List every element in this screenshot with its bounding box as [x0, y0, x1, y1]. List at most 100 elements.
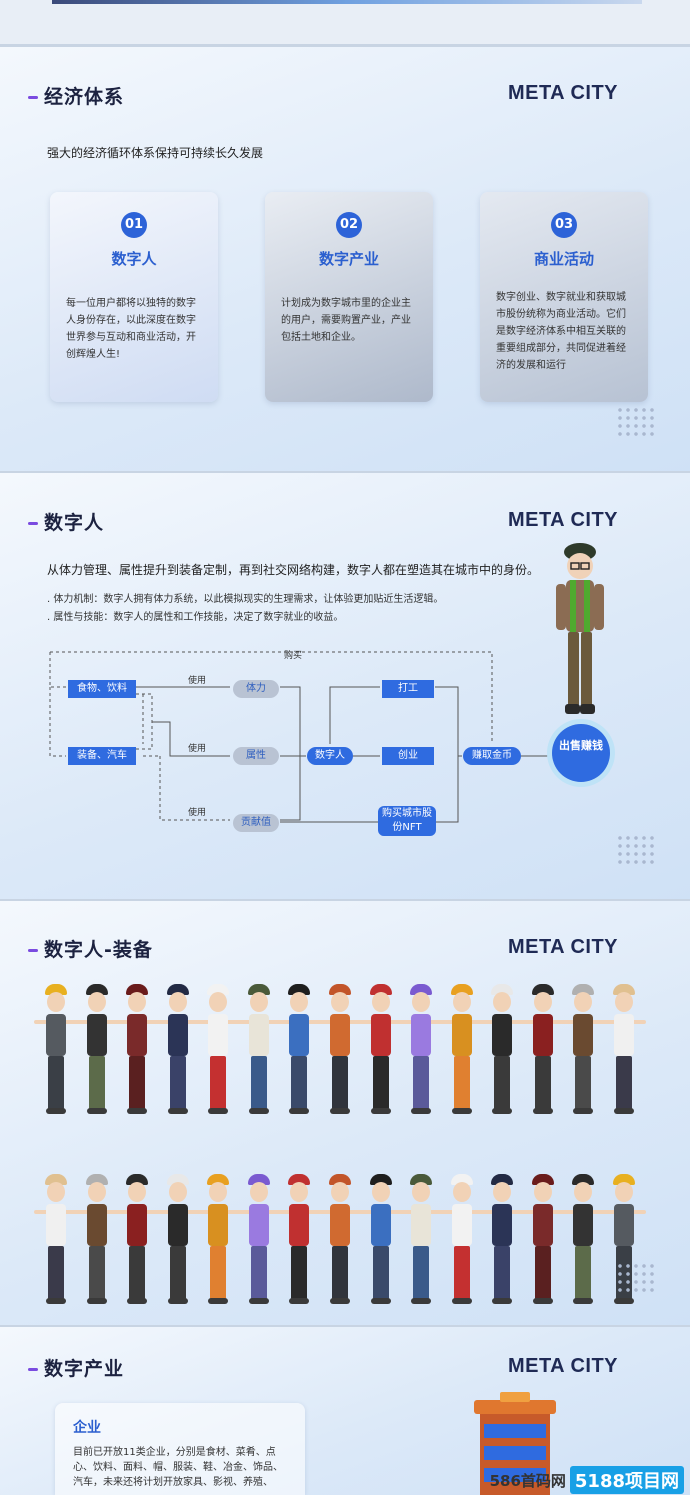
avatar-shoes — [329, 1108, 350, 1114]
industry-title: 数字产业 — [28, 1354, 124, 1381]
avatar-shoes — [451, 1108, 472, 1114]
avatar-body — [46, 1014, 66, 1056]
avatar-legs — [210, 1246, 227, 1300]
avatar-head — [330, 1182, 349, 1202]
enterprise-card: 企业 目前已开放11类企业，分别是食材、菜肴、点心、饮料、面料、帽、服装、鞋、冶… — [55, 1403, 305, 1495]
avatar-body — [492, 1014, 513, 1056]
brand-logo: META CITY — [507, 82, 618, 104]
avatar-hat — [328, 984, 351, 995]
avatar-legs — [494, 1056, 511, 1110]
avatar-shoes — [127, 1108, 148, 1114]
avatar-head — [493, 992, 512, 1012]
avatar-legs — [453, 1246, 470, 1300]
avatar-legs — [331, 1246, 348, 1300]
avatar-shoes — [411, 1298, 432, 1304]
avatar-body — [411, 1014, 432, 1056]
avatar-figure — [561, 980, 606, 1130]
card-number-badge: 03 — [551, 212, 577, 238]
avatar-shoes — [86, 1298, 107, 1304]
avatar-body — [370, 1204, 391, 1246]
divider — [0, 44, 690, 47]
avatar-body — [167, 1014, 188, 1056]
avatar-shoes — [46, 1108, 66, 1114]
avatar-head — [87, 1182, 106, 1202]
avatar-shoes — [370, 1108, 391, 1114]
card-body: 每一位用户都将以独特的数字人身份存在，以此深度在数字世界参与互动和商业活动，开创… — [66, 298, 196, 360]
enterprise-body: 目前已开放11类企业，分别是食材、菜肴、点心、饮料、面料、帽、服装、鞋、冶金、饰… — [73, 1447, 283, 1488]
avatar-figure — [520, 1170, 565, 1320]
flow-node-digital-human: 数字人 — [307, 747, 353, 765]
avatar-figure — [399, 980, 444, 1130]
flow-node-food: 食物、饮料 — [68, 680, 136, 698]
digital-human-character-image — [556, 543, 604, 714]
brand-logo: META CITY — [507, 1355, 618, 1377]
economy-subtitle: 强大的经济循环体系保持可持续长久发展 — [47, 146, 264, 160]
avatar-head — [412, 1182, 431, 1202]
avatar-body — [289, 1014, 310, 1056]
watermark-left: 586首码网 — [489, 1471, 566, 1490]
card-title: 商业活动 — [533, 250, 594, 268]
avatar-body — [208, 1204, 229, 1246]
avatar-hat — [491, 984, 514, 995]
avatar-legs — [250, 1056, 267, 1110]
dot-grid-icon — [616, 1262, 656, 1296]
avatar-body — [451, 1014, 472, 1056]
avatar-head — [168, 1182, 187, 1202]
avatar-figure — [155, 980, 200, 1130]
avatar-head — [371, 1182, 390, 1202]
avatar-figure — [236, 1170, 281, 1320]
avatar-shoes — [289, 1298, 310, 1304]
avatar-shoes — [573, 1298, 594, 1304]
avatar-hat — [207, 984, 230, 995]
avatar-head — [168, 992, 187, 1012]
avatar-head — [493, 1182, 512, 1202]
avatar-body — [492, 1204, 513, 1246]
avatar-hat — [572, 984, 595, 995]
card-digital-industry: 02 数字产业 计划成为数字城市里的企业主的用户，需要购置产业，产业包括土地和企… — [265, 192, 433, 402]
avatar-figure — [358, 1170, 403, 1320]
avatar-hat — [288, 984, 311, 995]
avatar-row-1 — [34, 980, 646, 1130]
flow-node-buy-shares: 购买城市股份NFT — [378, 806, 436, 836]
avatar-legs — [48, 1056, 64, 1110]
avatar-head — [574, 992, 593, 1012]
card-body: 数字创业、数字就业和获取城市股份统称为商业活动。它们是数字经济体系中相互关联的重… — [496, 292, 626, 371]
avatar-hat — [166, 984, 189, 995]
flow-node-work: 打工 — [382, 680, 434, 698]
avatar-body — [86, 1014, 107, 1056]
avatar-body — [127, 1204, 148, 1246]
avatar-body — [613, 1014, 634, 1056]
avatar-legs — [494, 1246, 511, 1300]
card-business-activity: 03 商业活动 数字创业、数字就业和获取城市股份统称为商业活动。它们是数字经济体… — [480, 192, 648, 402]
site-watermark: 586首码网 5188项目网 — [490, 1466, 684, 1494]
avatar-head — [209, 992, 228, 1012]
avatar-body — [248, 1014, 269, 1056]
avatar-shoes — [573, 1108, 594, 1114]
avatar-figure — [277, 980, 322, 1130]
flow-label-buy: 购买 — [284, 651, 303, 661]
avatar-body — [532, 1014, 553, 1056]
avatar-shoes — [532, 1108, 553, 1114]
avatar-head — [533, 1182, 552, 1202]
flow-node-earn-coins: 赚取金币 — [463, 747, 521, 765]
avatar-head — [533, 992, 552, 1012]
avatar-body — [370, 1014, 391, 1056]
avatar-hat — [45, 1174, 67, 1185]
avatar-head — [614, 992, 633, 1012]
divider — [0, 471, 690, 474]
avatar-hat — [450, 1174, 473, 1185]
avatar-shoes — [86, 1108, 107, 1114]
avatar-hat — [166, 1174, 189, 1185]
flow-label-use: 使用 — [188, 808, 207, 818]
avatar-hat — [410, 984, 433, 995]
avatar-hat — [572, 1174, 595, 1185]
industry-title-text: 数字产业 — [44, 1358, 125, 1380]
avatar-hat — [410, 1174, 433, 1185]
digital-human-intro: 从体力管理、属性提升到装备定制，再到社交网络构建，数字人都在塑造其在城市中的身份… — [47, 563, 540, 577]
avatar-shoes — [329, 1298, 350, 1304]
avatar-figure — [74, 980, 119, 1130]
avatar-legs — [372, 1056, 389, 1110]
avatar-shoes — [289, 1108, 310, 1114]
avatar-hat — [450, 984, 473, 995]
avatar-hat — [531, 984, 554, 995]
